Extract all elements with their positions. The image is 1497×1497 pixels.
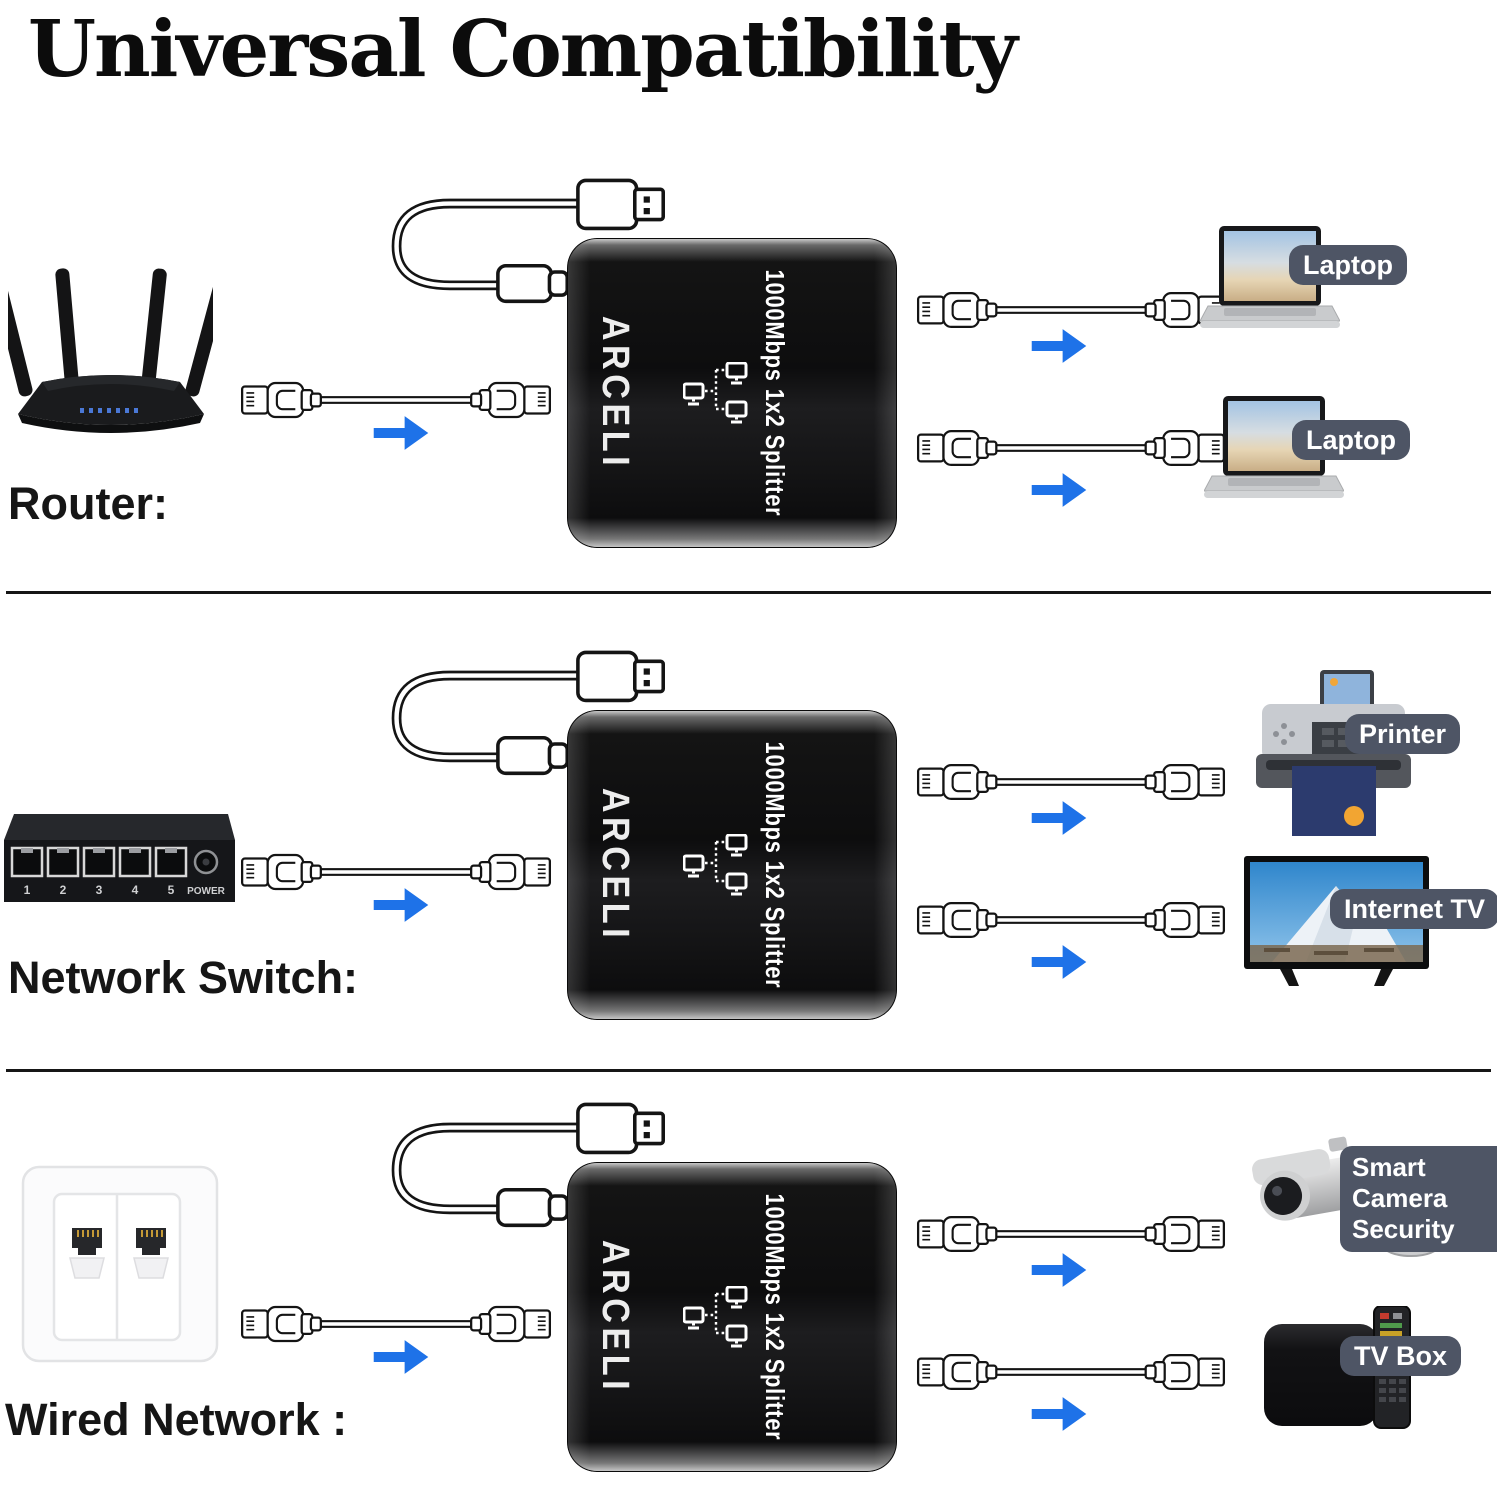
row-network-switch: 1 2 3 4 5 POWER Network Switch: ARCELI 1… xyxy=(0,472,1497,1032)
splitter-brand: ARCELI xyxy=(594,315,636,471)
page-title: Universal Compatibility xyxy=(28,4,1018,95)
switch-power-label: POWER xyxy=(187,886,226,897)
splitter-brand: ARCELI xyxy=(594,1239,636,1395)
arrow-right-icon xyxy=(1028,326,1090,366)
arrow-right-icon xyxy=(370,413,432,453)
source-label-switch: Network Switch: xyxy=(8,952,359,1003)
device-badge-internet-tv: Internet TV xyxy=(1330,889,1497,930)
arrow-right-icon xyxy=(370,1337,432,1377)
section-divider xyxy=(6,591,1491,594)
device-badge-smart-camera: Smart Camera Security xyxy=(1340,1146,1497,1252)
arrow-right-icon xyxy=(1028,798,1090,838)
splitter-model-label: 1000Mbps 1x2 Splitter xyxy=(760,741,790,989)
device-badge-printer: Printer xyxy=(1345,714,1461,755)
splitter-brand: ARCELI xyxy=(594,787,636,943)
router-image xyxy=(8,262,213,457)
splitter-model-label: 1000Mbps 1x2 Splitter xyxy=(760,269,790,517)
device-badge-laptop-1: Laptop xyxy=(1289,245,1407,286)
wall-ethernet-outlet-image xyxy=(20,1164,220,1364)
network-split-icon xyxy=(683,1286,749,1348)
arrow-right-icon xyxy=(370,885,432,925)
switch-port-number: 2 xyxy=(60,883,67,897)
printer-image xyxy=(1256,670,1411,842)
splitter-model-label: 1000Mbps 1x2 Splitter xyxy=(760,1193,790,1441)
ethernet-cable-icon xyxy=(916,423,1226,473)
switch-port-number: 4 xyxy=(132,883,139,897)
splitter-device: ARCELI 1000Mbps 1x2 Splitter xyxy=(567,1162,897,1472)
switch-port-number: 5 xyxy=(168,883,175,897)
splitter-device: ARCELI 1000Mbps 1x2 Splitter xyxy=(567,710,897,1020)
switch-port-number: 3 xyxy=(96,883,103,897)
device-badge-tv-box: TV Box xyxy=(1340,1336,1462,1377)
splitter-device: ARCELI 1000Mbps 1x2 Splitter xyxy=(567,238,897,548)
network-split-icon xyxy=(683,834,749,896)
network-split-icon xyxy=(683,362,749,424)
source-label-router: Router: xyxy=(8,478,168,529)
switch-port-number: 1 xyxy=(24,883,31,897)
device-badge-laptop-2: Laptop xyxy=(1292,420,1410,461)
source-label-wired: Wired Network : xyxy=(5,1394,348,1445)
ethernet-cable-icon xyxy=(916,1347,1226,1397)
row-wired-network: Wired Network : ARCELI 1000Mbps 1x2 Spli… xyxy=(0,924,1497,1484)
network-switch-image: 1 2 3 4 5 POWER xyxy=(4,814,235,902)
section-divider xyxy=(6,1069,1491,1072)
row-router: Router: ARCELI 1000Mbps 1x2 Splitter Lap… xyxy=(0,0,1497,560)
arrow-right-icon xyxy=(1028,1250,1090,1290)
arrow-right-icon xyxy=(1028,1394,1090,1434)
